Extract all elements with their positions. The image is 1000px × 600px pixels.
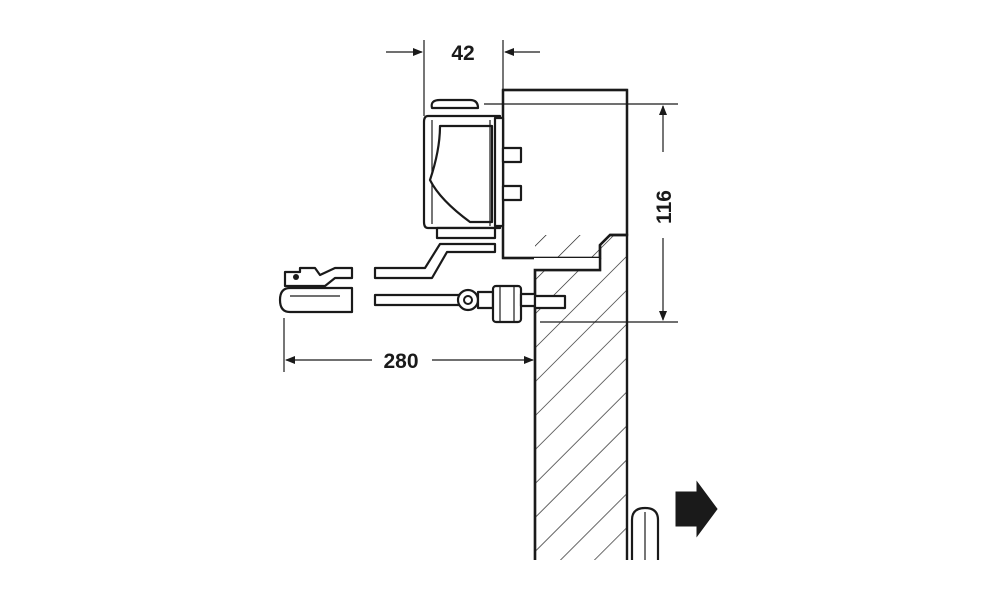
closer-lower-arm [373,284,567,324]
door-stop-post [630,506,660,560]
door-closer-body [422,98,523,240]
door-frame [501,88,629,260]
door-leaf [533,233,629,560]
dimension-offset: 42 [386,40,540,116]
dimension-arm-length: 280 [283,318,534,373]
dimension-arm-length-label: 280 [383,350,418,373]
dimension-height: 116 [484,103,678,323]
dimension-height-label: 116 [653,190,676,224]
dimension-offset-label: 42 [451,42,474,65]
closer-upper-arm [373,242,497,280]
arm-end-detail [278,266,354,314]
arrow-right-icon [675,480,718,538]
